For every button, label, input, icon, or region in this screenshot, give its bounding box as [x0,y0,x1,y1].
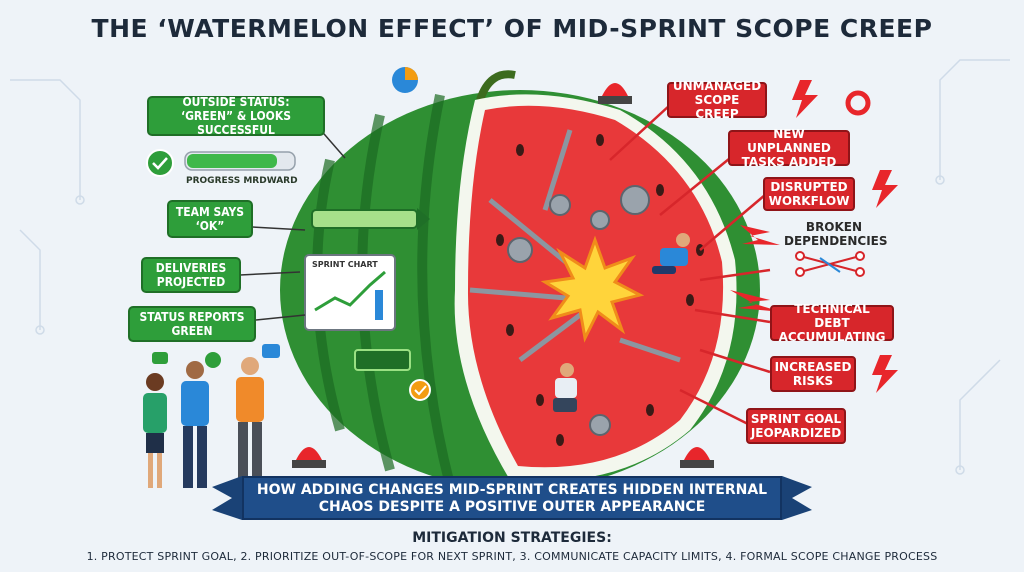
progress-fill [187,154,277,168]
deliveries-label: DELIVERIES PROJECTED [141,257,241,293]
broken-dependencies-label: BROKEN DEPENDENCIES [784,220,888,248]
mitigation-text: 1. PROTECT SPRINT GOAL, 2. PRIORITIZE OU… [86,550,938,563]
rind-chevron-bar [354,349,411,371]
circuit-decoration-right [935,59,1010,475]
left-connectors [239,126,346,321]
team-says-label: TEAM SAYS ‘OK” [167,200,253,238]
sprint-chart-card [304,254,396,331]
new-unplanned-tasks-label: NEW UNPLANNED TASKS ADDED [728,127,850,169]
person-falling-1 [652,233,690,274]
summary-banner: HOW ADDING CHANGES MID-SPRINT CREATES HI… [242,476,782,520]
banner-tail-left [212,476,242,520]
stem [476,70,516,102]
circuit-decoration-left [10,79,85,335]
progress-label: PROGRESS MRDWARD [186,176,298,186]
page-title: THE ‘WATERMELON EFFECT’ OF MID-SPRINT SC… [91,14,933,43]
progress-bar-group [184,151,296,171]
siren-icon-top [598,83,632,104]
gears [507,185,650,436]
green-check-icon [146,149,174,177]
check-badge-icon [409,379,431,401]
lightning-icons [730,80,898,393]
siren-icon-right [680,447,714,468]
banner-line-2: CHAOS DESPITE A POSITIVE OUTER APPEARANC… [318,499,706,515]
banner-tail-right [782,476,812,520]
banner-line-1: HOW ADDING CHANGES MID-SPRINT CREATES HI… [256,482,768,498]
speech-bubbles [152,344,280,368]
red-gear-icon [845,90,871,116]
technical-debt-label: TECHNICAL DEBT ACCUMULATING [770,302,894,344]
right-connectors [609,104,771,427]
person-falling-2 [553,363,577,412]
team-progress-bar [311,209,418,229]
mitigation-title: MITIGATION STRATEGIES: [412,530,612,546]
increased-risks-label: INCREASED RISKS [770,356,856,392]
status-reports-label: STATUS REPORTS GREEN [128,306,256,342]
seeds [496,134,704,446]
outside-status-label: OUTSIDE STATUS: ‘GREEN” & LOOKS SUCCESSF… [147,95,325,137]
disrupted-workflow-label: DISRUPTED WORKFLOW [763,177,855,211]
explosion [540,235,645,343]
sprint-goal-label: SPRINT GOAL JEOPARDIZED [746,408,846,444]
siren-icon-left [292,447,326,468]
pie-chart-icon [392,67,418,93]
unmanaged-scope-creep-label: UNMANAGED SCOPE CREEP [667,79,767,121]
team-people [143,357,264,488]
sprint-chart-label: SPRINT CHART [312,260,378,269]
